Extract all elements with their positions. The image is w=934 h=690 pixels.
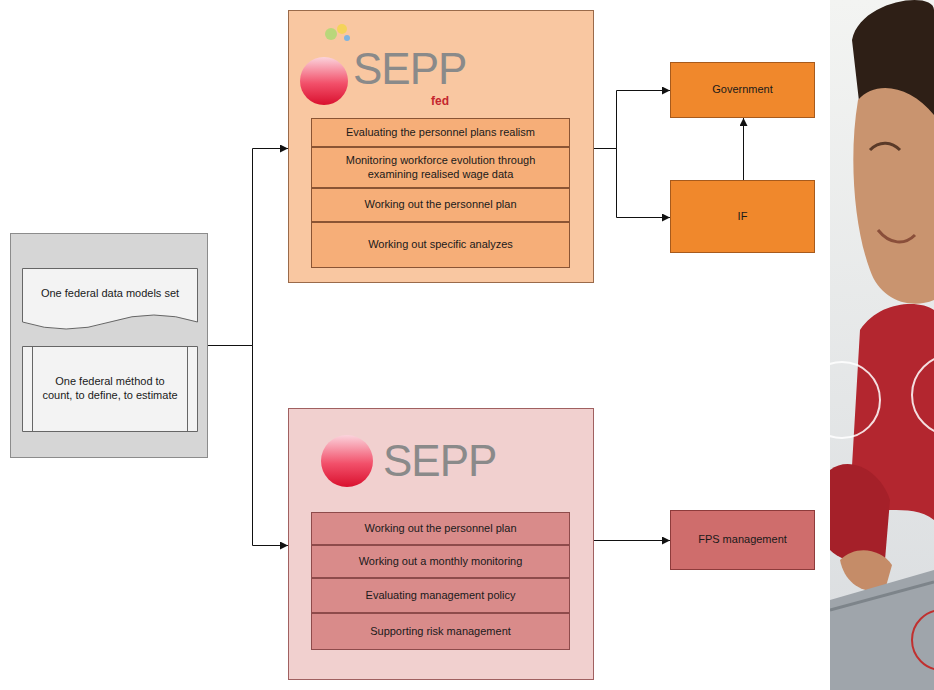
logo-text: SEPP — [383, 439, 496, 483]
task-box: Working out the personnel plan — [311, 188, 570, 222]
connector-arrow — [594, 91, 670, 149]
logo-dot — [344, 35, 350, 41]
laptop-edge — [830, 582, 934, 610]
sleeve — [830, 464, 890, 564]
logo-sphere — [321, 435, 373, 487]
node-text: Monitoring workforce evolution through e… — [320, 154, 561, 182]
process-box: One federal méthod to count, to define, … — [22, 346, 198, 432]
node-text: Government — [712, 83, 773, 97]
laptop — [830, 570, 934, 690]
task-box: Working out the personnel plan — [311, 512, 570, 545]
eyebrow — [870, 143, 900, 150]
node-text: IF — [738, 210, 748, 224]
task-box: Evaluating management policy — [311, 578, 570, 613]
face — [853, 88, 934, 304]
photo-illustration — [830, 0, 934, 690]
node-text: Evaluating the personnel plans realism — [346, 126, 535, 140]
connector-arrow — [743, 118, 744, 180]
node-text: Evaluating management policy — [366, 589, 516, 603]
task-box: Working out specific analyzes — [311, 222, 570, 268]
node-text: Working out the personnel plan — [364, 198, 516, 212]
node-text: One federal méthod to count, to define, … — [40, 375, 180, 403]
shape-outline — [23, 269, 198, 330]
node-text: Supporting risk management — [370, 625, 511, 639]
system-panel: SEPP fedEvaluating the personnel plans re… — [288, 10, 594, 283]
task-box: Monitoring workforce evolution through e… — [311, 147, 570, 188]
connector-arrow — [594, 149, 670, 218]
recipient-box: FPS management — [670, 510, 815, 570]
logo-mark — [289, 11, 351, 121]
task-box: Working out a monthly monitoring — [311, 545, 570, 578]
recipient-box: IF — [670, 180, 815, 253]
logo-suffix: fed — [431, 95, 449, 107]
overlay-ring — [830, 362, 880, 438]
task-box: Supporting risk management — [311, 613, 570, 650]
node-text: Working out a monthly monitoring — [359, 555, 523, 569]
document-outline — [22, 268, 198, 336]
data-model-panel: One federal data models setOne federal m… — [10, 233, 208, 458]
logo-mark — [289, 409, 379, 499]
logo-text: SEPP — [353, 47, 466, 91]
connector-arrow — [208, 346, 288, 546]
node-text: FPS management — [698, 533, 787, 547]
logo-dot — [325, 28, 337, 40]
overlay-ring — [912, 355, 934, 435]
node-text: Working out the personnel plan — [364, 522, 516, 536]
task-box: Evaluating the personnel plans realism — [311, 118, 570, 147]
node-text: One federal data models set — [41, 287, 179, 301]
logo-dot — [337, 24, 347, 34]
overlay-ring — [912, 610, 934, 670]
document-shape: One federal data models set — [22, 268, 198, 336]
logo-sphere — [300, 57, 348, 105]
recipient-box: Government — [670, 62, 815, 118]
node-text: Working out specific analyzes — [368, 238, 513, 252]
smile — [878, 230, 915, 242]
system-panel: SEPP Working out the personnel planWorkin… — [288, 408, 594, 680]
shape-outline — [23, 347, 198, 432]
photo-background — [830, 0, 934, 690]
connector-arrow — [208, 149, 288, 346]
connector-arrow — [594, 540, 670, 541]
